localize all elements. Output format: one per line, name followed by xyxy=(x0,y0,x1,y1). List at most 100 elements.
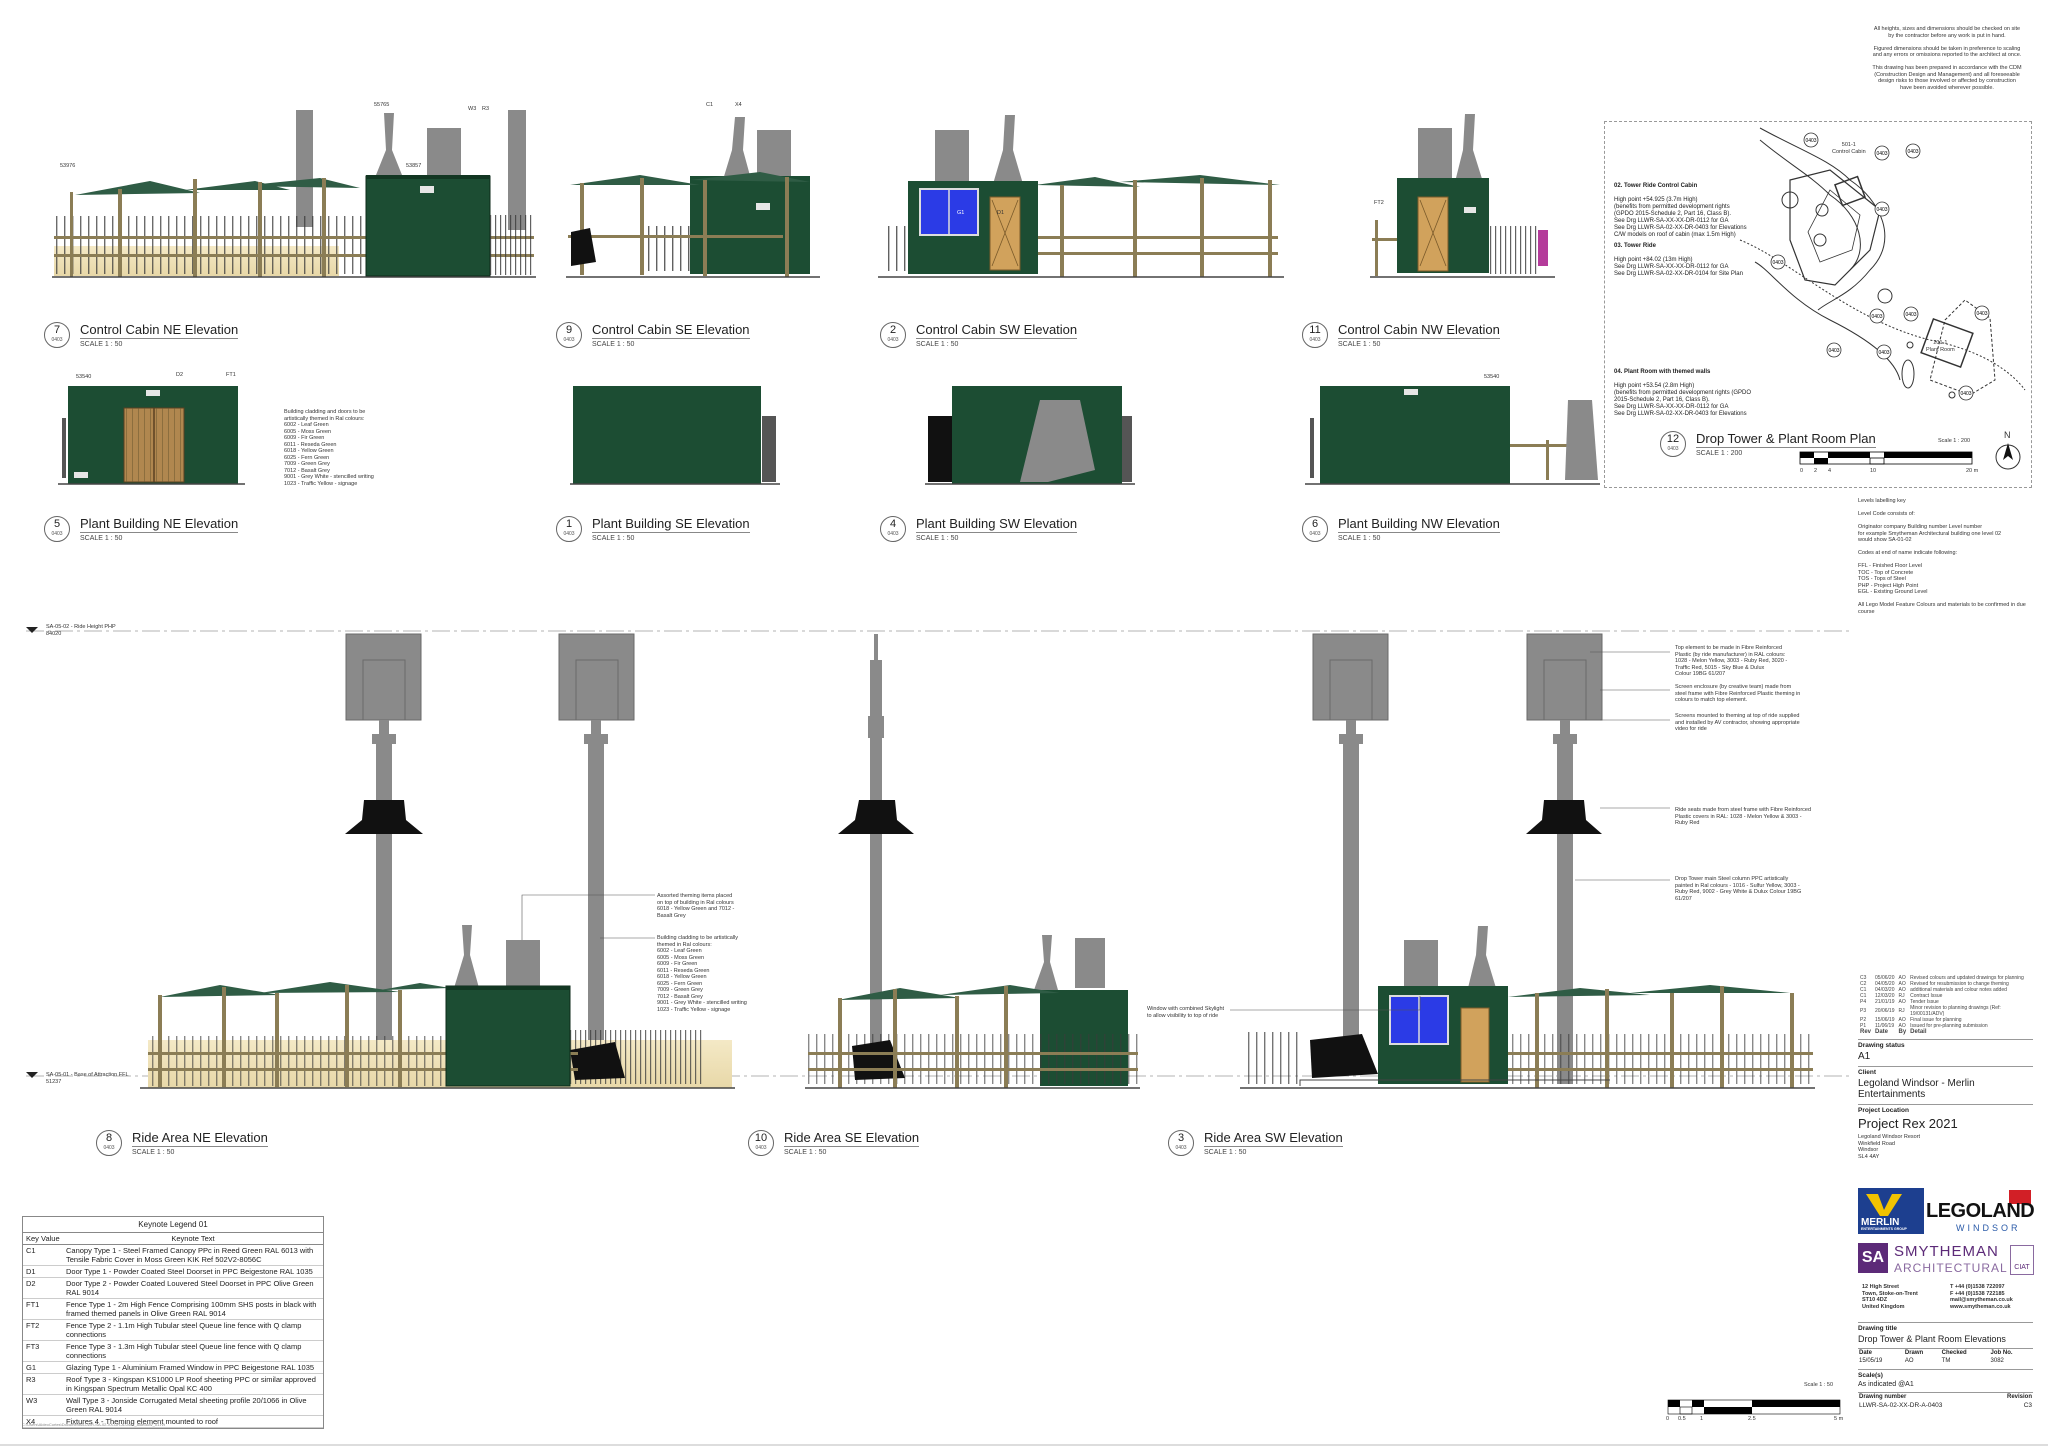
smytheman-text: SMYTHEMAN xyxy=(1894,1243,1999,1260)
merlin-logo: MERLIN ENTERTAINMENTS GROUP xyxy=(1858,1188,1924,1234)
revision-cell: RJ xyxy=(1898,1008,1905,1014)
view-ride-area-sw xyxy=(1240,633,1815,1089)
legoland-logo: LEGOLAND WINDSOR xyxy=(1926,1190,2035,1234)
view-ride-area-ne xyxy=(140,633,735,1089)
plan-section-marker xyxy=(1974,305,1990,321)
disclaimer-note: All heights, sizes and dimensions should… xyxy=(1872,26,2022,91)
number-label: Drawing number xyxy=(1859,1394,1907,1400)
scale-value: As indicated @A1 xyxy=(1858,1381,1914,1388)
plan-section-marker xyxy=(1770,254,1786,270)
keynote-key: FT1 xyxy=(23,1298,63,1320)
rev-head-by: By xyxy=(1898,1029,1907,1035)
drawn-value: AO xyxy=(1904,1358,1914,1364)
view-name: Ride Area SE Elevation xyxy=(784,1130,920,1147)
theming-items-note: Assorted theming items placed on top of … xyxy=(657,893,735,919)
plan-section-marker xyxy=(1876,344,1892,360)
sheet-scale-text: Scale 1 : 50 xyxy=(1804,1382,1834,1388)
windsor-text: WINDSOR xyxy=(1956,1223,2021,1233)
revision-cell: P2 xyxy=(1860,1017,1867,1023)
keynote-key: D2 xyxy=(23,1277,63,1299)
view-name: Control Cabin SW Elevation xyxy=(916,322,1078,339)
title-label: Drawing title xyxy=(1858,1322,2033,1332)
revision-cell: AO xyxy=(1898,1017,1906,1023)
drawing-meta: Date Drawn Checked Job No. 15/05/19 AO T… xyxy=(1858,1348,2033,1365)
plan-plant-title: 04. Plant Room with themed walls xyxy=(1614,369,1711,375)
office-contacts: T +44 (0)1538 722097 F +44 (0)1538 72218… xyxy=(1950,1284,2013,1310)
view-name: Plant Building NE Elevation xyxy=(80,516,239,533)
revision-cell: 20/06/19 xyxy=(1875,1008,1895,1014)
revision-cell: P4 xyxy=(1860,999,1867,1005)
drawing-number: LLWR-SA-02-XX-DR-A-0403 xyxy=(1859,1402,1943,1409)
revision-cell: 15/06/19 xyxy=(1875,1017,1895,1023)
plan-section-marker-label: 0403 xyxy=(1828,348,1839,354)
view-scale: SCALE 1 : 200 xyxy=(1696,450,1743,457)
keynote-tag: FT2 xyxy=(1374,200,1384,206)
keynote-text: Fixtures 4 - Theming element mounted to … xyxy=(63,1415,323,1428)
view-name: Control Cabin NW Elevation xyxy=(1338,322,1500,339)
plan-section-marker xyxy=(1958,385,1974,401)
keynote-text: Roof Type 3 - Kingspan KS1000 LP Roof sh… xyxy=(63,1373,323,1395)
plan-scale-tick: 20 m xyxy=(1966,468,1979,474)
title-block-lower: Drawing title Drop Tower & Plant Room El… xyxy=(1858,1318,2033,1410)
merlin-subtext: ENTERTAINMENTS GROUP xyxy=(1861,1227,1907,1231)
view-name: Control Cabin SE Elevation xyxy=(592,322,750,339)
level-tag: 53976 xyxy=(60,163,76,169)
view-control-cabin-nw xyxy=(1370,114,1555,278)
level-tag: 53857 xyxy=(406,163,422,169)
keynote-legend: Keynote Legend 01 Key Value Keynote Text… xyxy=(22,1216,324,1429)
keynote-tag: D2 xyxy=(176,372,184,378)
revision-cell: 04/05/20 xyxy=(1875,981,1895,987)
keynote-tag: W3 xyxy=(468,106,477,112)
plan-section-marker-label: 0403 xyxy=(1976,311,1987,317)
plan-section-marker xyxy=(1869,308,1885,324)
revision-cell: P1 xyxy=(1860,1023,1867,1029)
sheet-bottom-edge xyxy=(0,1444,2048,1446)
revision-cell: Tender Issue xyxy=(1910,999,1939,1005)
plan-section-marker xyxy=(1903,306,1919,322)
view-number: 4 xyxy=(889,518,897,530)
view-plant-building-nw xyxy=(1305,386,1600,485)
plan-section-marker xyxy=(1874,201,1890,217)
plan-cabin-title: 02. Tower Ride Control Cabin xyxy=(1614,183,1698,189)
keynote-tag: FT1 xyxy=(226,372,236,378)
view-scale: SCALE 1 : 50 xyxy=(592,535,635,542)
view-number: 2 xyxy=(889,324,897,336)
view-scale: SCALE 1 : 50 xyxy=(916,341,959,348)
keynote-key: X4 xyxy=(23,1415,63,1428)
view-number: 10 xyxy=(754,1132,768,1144)
plan-section-marker-label: 0403 xyxy=(1876,151,1887,157)
revision-cell: 11/06/19 xyxy=(1875,1023,1895,1029)
view-name: Ride Area SW Elevation xyxy=(1204,1130,1343,1147)
ride-seats-note: Ride seats made from steel frame with Fi… xyxy=(1675,807,1812,826)
north-arrow xyxy=(1995,443,2021,470)
view-sheet-ref: 0403 xyxy=(1309,531,1321,537)
view-name: Plant Building NW Elevation xyxy=(1338,516,1500,533)
revision-cell: Final issue for planning xyxy=(1910,1017,1962,1023)
view-sheet-ref: 0403 xyxy=(1667,446,1679,452)
